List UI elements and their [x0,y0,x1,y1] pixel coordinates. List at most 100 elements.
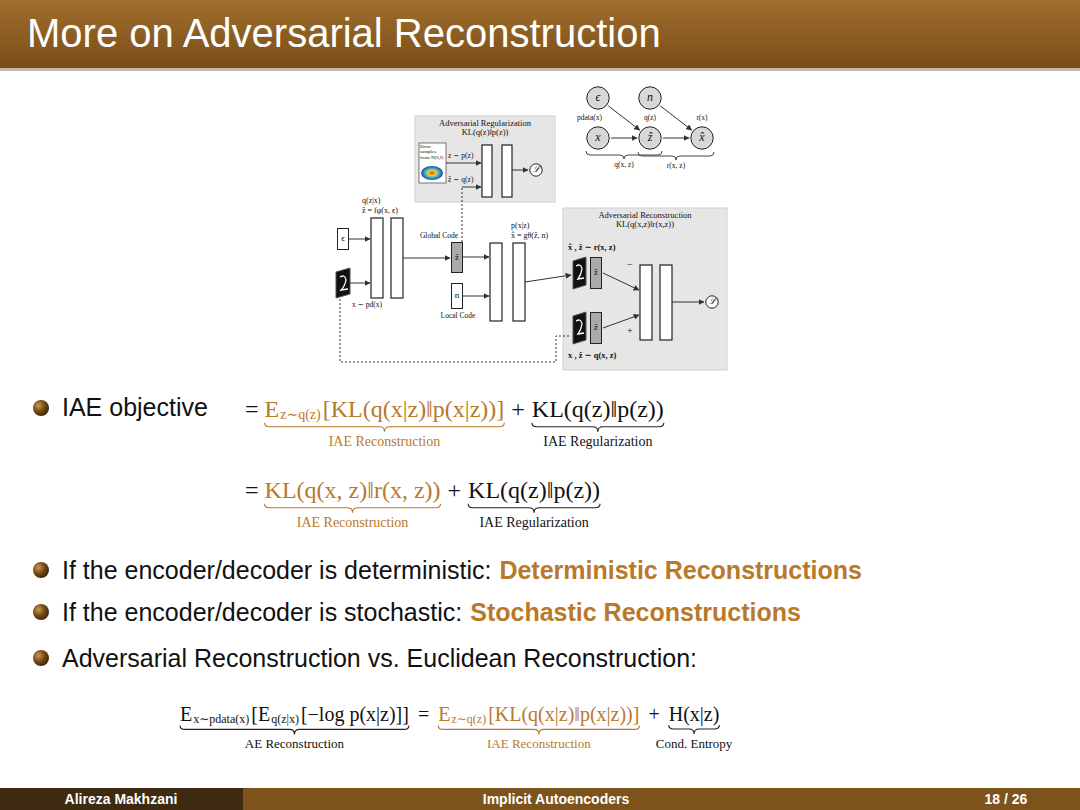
circle-outline [639,127,661,149]
variable-circle: r(x)x̂ [690,126,714,150]
mnist-image [573,312,586,344]
underbrace [638,152,714,160]
flow-arrow [463,296,489,297]
image-caption: Draw samples from N(0,I) [420,144,446,160]
footer-title: Implicit Autoencoders [483,791,630,808]
bullet-dot [33,562,49,578]
network-layer [502,145,512,197]
pair-label: x̂ , ẑ ∼ r(x, z) [568,242,615,252]
prior-sample-image [419,143,446,183]
slide-title: More on Adversarial Reconstruction [27,9,661,57]
adversary-panel: Adversarial ReconstructionKL(q(x,z)‖r(x,… [563,208,727,370]
highlight-text: Deterministic Reconstructions [499,555,862,585]
equation-term: + [448,476,462,505]
flow-arrow [446,163,481,164]
decoder-label: x̂ = gθ(ẑ, n) [511,231,548,241]
encoder-label: q(z|x) [362,196,380,206]
network-layer [660,265,672,340]
sample-label: z ∼ p(z) [448,151,473,160]
brace-label: AE Reconstruction [245,736,344,752]
equation-subscript: q(z|x) [271,712,299,726]
node-symbol: ℒ [709,297,716,307]
mnist-image [336,268,350,298]
brace-label: IAE Reconstruction [297,515,409,532]
underbrace [265,423,505,432]
code-box: ẑ [590,257,602,289]
node-caption: q(z) [644,114,656,122]
page-number: 18 / 26 [985,791,1028,808]
network-layer [482,145,492,197]
mnist-image [573,257,586,289]
underbrace [669,725,720,734]
brace-label: IAE Reconstruction [487,736,591,752]
brace-label: Cond. Entropy [656,736,733,752]
network-layer [490,243,502,321]
node-caption: r(x) [696,114,707,122]
decoder-label: p(x|z) [511,221,529,231]
node-caption: Global Code [420,232,458,240]
network-layer [371,145,672,340]
underbrace [468,504,600,513]
variable-circle: ϵ [586,86,610,110]
equation-term: + [648,702,659,726]
bullet-dot [33,400,49,416]
flow-arrow [350,283,370,284]
title-bar [0,0,1080,68]
variable-circle: q(z)ẑ [638,126,662,150]
equation-subscript: x∼pdata(x) [193,712,249,726]
node-caption: Local Code [441,312,476,320]
node-symbol: ẑ [648,131,653,144]
graph-edge [611,138,637,139]
footer-bar [0,788,1080,810]
equation-term: KL(q(z)‖p(z)) [532,395,664,424]
prior-sample-image [419,143,446,183]
equation-term: + [511,395,525,424]
brace-label: r(x, z) [667,161,685,170]
equation-subscript: z∼q(z) [451,712,486,726]
bullet-dot [33,604,49,620]
bullet-dot [33,650,49,666]
equation-term: [KL(q(x|z)‖p(x|z))] [323,395,505,424]
node-symbol: x̂ [699,131,704,144]
footer-bar [0,788,243,810]
node-symbol: ẑ [594,268,598,278]
mnist-image [576,265,584,279]
code-box: ẑ [590,312,602,344]
sign-label: − [627,259,633,271]
flow-arrow [512,170,528,171]
circle-outline [691,127,713,149]
panel-ground [415,116,555,202]
panel-formula: KL(q(x,z)‖r(x,z)) [616,220,674,229]
network-layer [391,218,403,298]
discriminator-circle: ℒ [705,295,719,309]
prior-sample-image [421,166,443,180]
bullet-text: If the encoder/decoder is stochastic: [62,597,462,627]
highlight-text: Stochastic Reconstructions [470,597,801,627]
node-symbol: ℒ [533,165,540,175]
brace-label: IAE Regularization [479,515,588,532]
bullet-text: IAE objective [62,392,208,422]
circle-outline [639,87,661,109]
underbrace [265,504,441,513]
footer-author: Alireza Makhzani [65,791,178,808]
equation-term: E [438,702,450,726]
underbrace [586,151,662,159]
equation-term: [KL(q(x|z)‖p(x|z))] [488,702,639,726]
node-symbol: n [455,291,460,301]
code-box: Global Codeẑ [451,242,463,273]
flow-arrow [403,258,450,259]
node-symbol: ϵ [341,234,345,244]
flow-arrow [349,163,704,328]
variable-circle: n [638,86,662,110]
title-bar [0,0,1080,71]
equation-term: = [245,476,259,505]
equation-term: [−log p(x|z)]] [301,702,409,726]
bullet-text: Adversarial Reconstruction vs. Euclidean… [62,643,697,673]
equation-term: = [418,702,429,726]
flow-arrow [463,257,489,258]
footer-bar [243,788,1080,810]
adversary-panel: Adversarial RegularizationKL(q(z)‖p(z))ℒ [415,116,555,202]
graph-edge [660,106,691,130]
equation-term: E [180,702,192,726]
panel-heading: Adversarial Reconstruction [598,211,691,220]
